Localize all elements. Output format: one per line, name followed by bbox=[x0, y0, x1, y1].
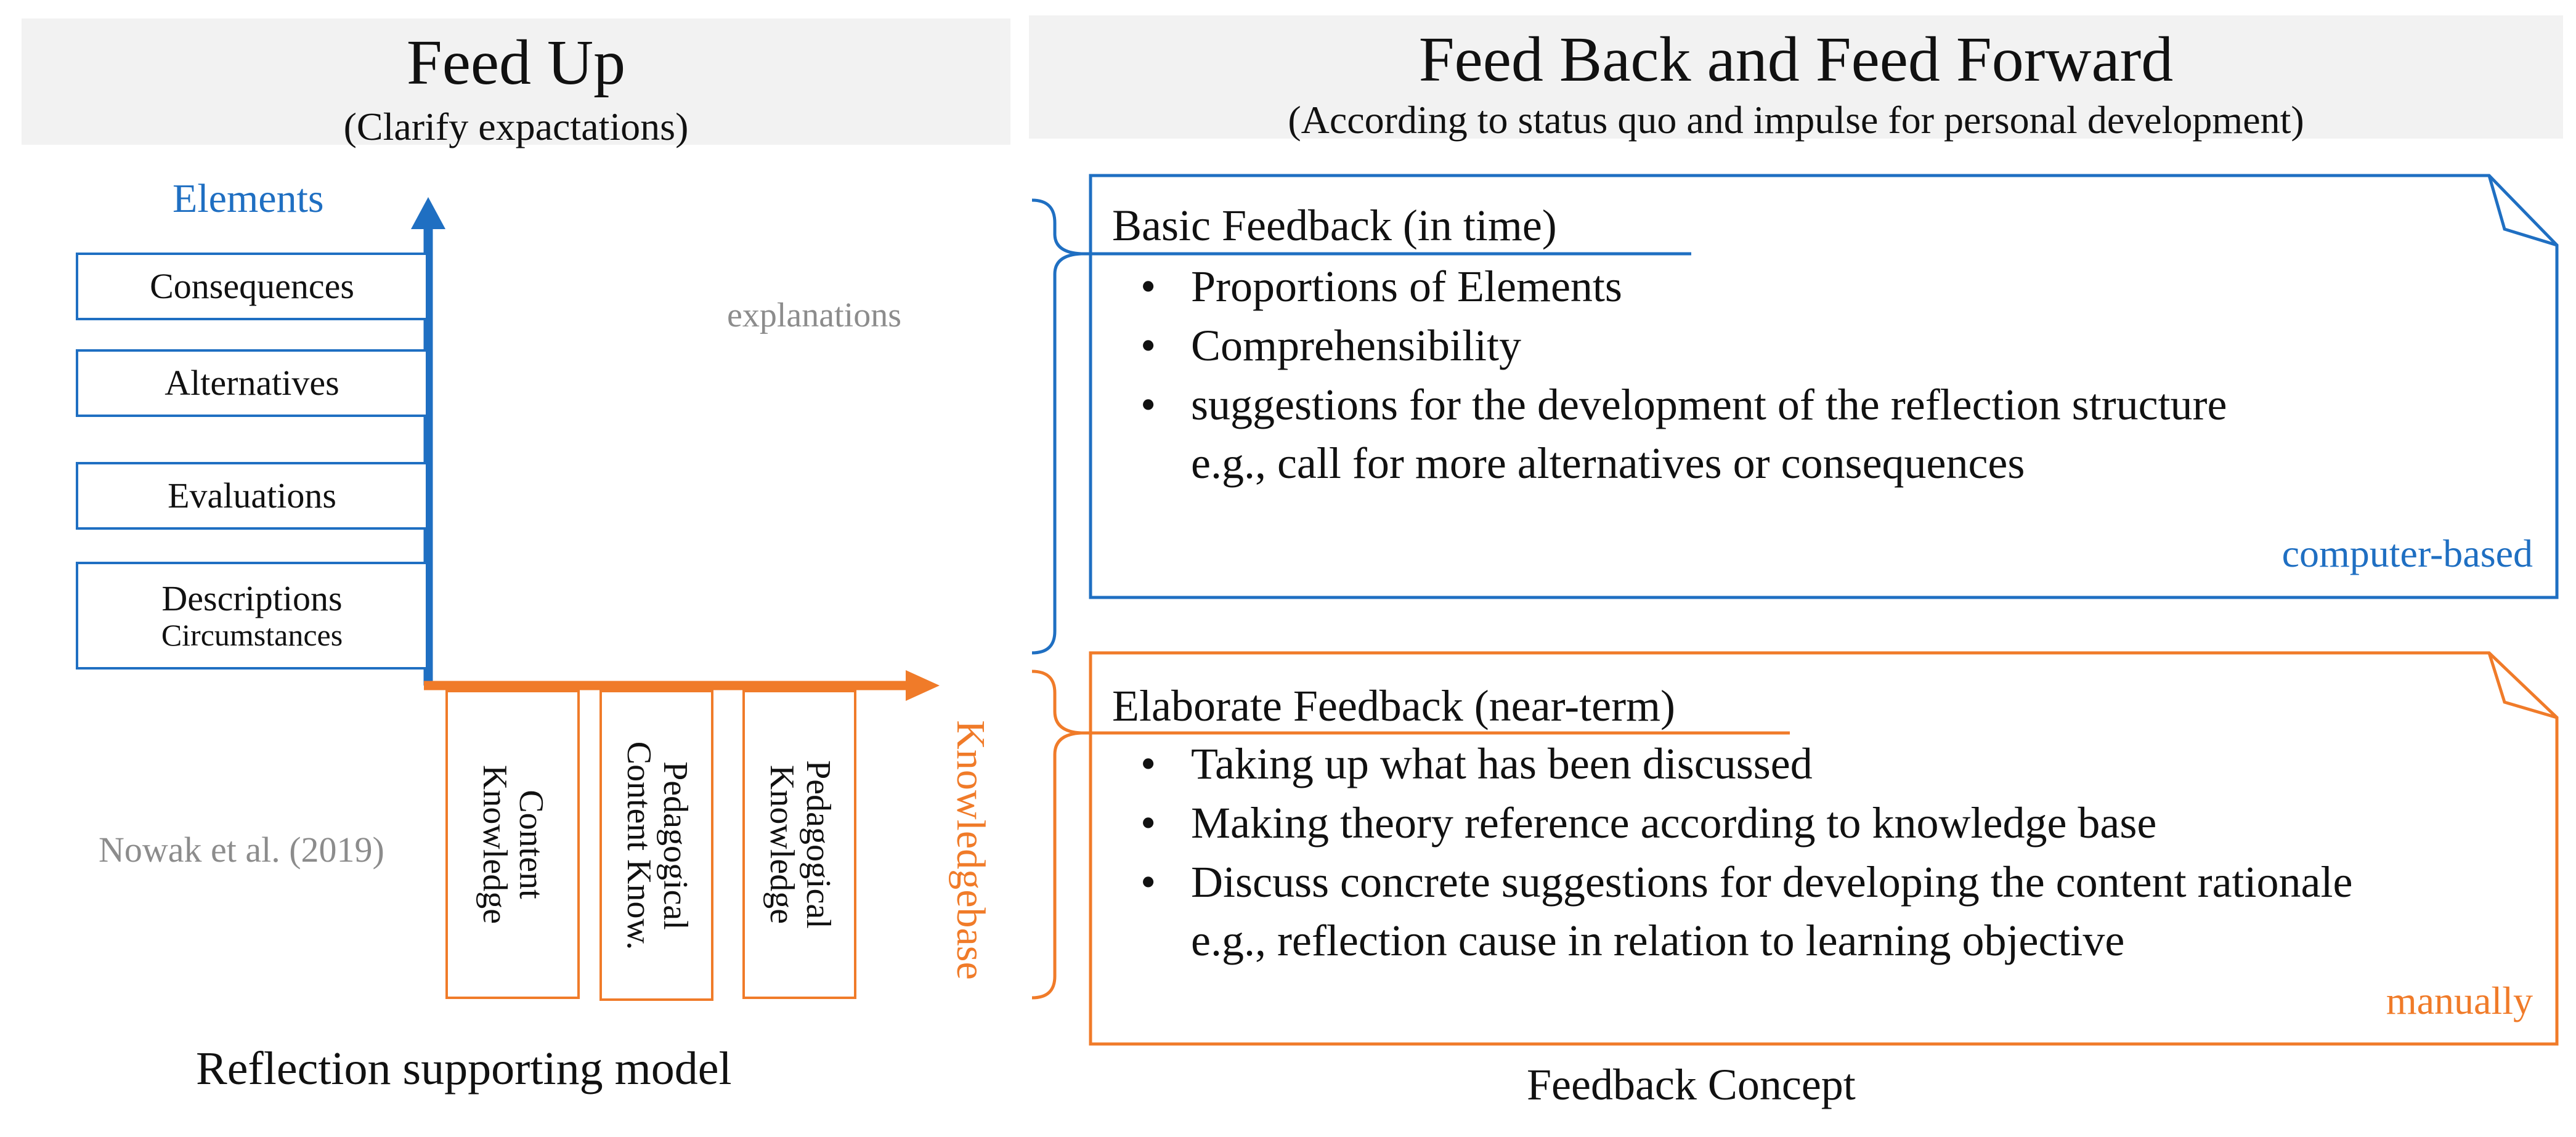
list-item: Taking up what has been discussed bbox=[1129, 735, 2352, 794]
basic-card-title: Basic Feedback (in time) bbox=[1112, 201, 1557, 250]
knowledge-label: Pedagogical Knowledge bbox=[762, 760, 837, 929]
elaborate-card-outline bbox=[1089, 651, 2559, 1046]
elaborate-bullet-list: Taking up what has been discussed Making… bbox=[1129, 735, 2352, 971]
left-header-title: Feed Up bbox=[406, 27, 626, 98]
knowledge-box-pck: Pedagogical Content Know. bbox=[599, 690, 713, 1001]
x-axis-label-text: Knowledgebase bbox=[948, 720, 993, 980]
elaborate-card-fold bbox=[2487, 652, 2558, 719]
element-box-alternatives: Alternatives bbox=[76, 349, 428, 417]
right-header-subtitle: (According to status quo and impulse for… bbox=[1288, 98, 2304, 142]
y-axis-arrowhead bbox=[411, 197, 445, 229]
left-header: Feed Up (Clarify expactations) bbox=[22, 18, 1010, 148]
right-header: Feed Back and Feed Forward (According to… bbox=[1029, 15, 2563, 142]
feedback-caption: Feedback Concept bbox=[1527, 1060, 1856, 1109]
x-axis-arrowhead bbox=[906, 670, 940, 701]
elaborate-card-title: Elaborate Feedback (near-term) bbox=[1112, 681, 1676, 730]
element-label: Alternatives bbox=[165, 363, 339, 403]
right-header-title: Feed Back and Feed Forward bbox=[1418, 24, 2174, 95]
element-box-consequences: Consequences bbox=[76, 253, 428, 320]
knowledge-line: Knowledge bbox=[762, 764, 801, 925]
list-item: Making theory reference according to kno… bbox=[1129, 794, 2352, 853]
basic-bullet-list: Proportions of Elements Comprehensibilit… bbox=[1129, 257, 2227, 493]
basic-card-fold bbox=[2487, 175, 2558, 247]
element-label: Descriptions bbox=[161, 578, 343, 619]
element-box-evaluations: Evaluations bbox=[76, 462, 428, 530]
knowledge-label: Pedagogical Content Know. bbox=[619, 741, 694, 950]
list-item: Discuss concrete suggestions for develop… bbox=[1129, 853, 2352, 912]
knowledge-box-pedagogical: Pedagogical Knowledge bbox=[742, 690, 856, 999]
knowledge-line: Knowledge bbox=[476, 764, 514, 925]
elaborate-card-tag: manually bbox=[2386, 979, 2533, 1022]
explanations-label: explanations bbox=[727, 296, 902, 334]
knowledge-line: Content Know. bbox=[619, 741, 658, 950]
knowledge-line: Pedagogical bbox=[656, 761, 694, 930]
basic-card-tag: computer-based bbox=[2281, 532, 2533, 575]
citation: Nowak et al. (2019) bbox=[99, 830, 384, 870]
list-item: suggestions for the development of the r… bbox=[1129, 376, 2227, 435]
y-axis-label: Elements bbox=[173, 176, 324, 221]
model-caption: Reflection supporting model bbox=[196, 1043, 732, 1095]
left-header-subtitle: (Clarify expactations) bbox=[343, 105, 689, 148]
list-item: Comprehensibility bbox=[1129, 317, 2227, 376]
knowledge-line: Pedagogical bbox=[798, 760, 837, 929]
list-item-continuation: e.g., call for more alternatives or cons… bbox=[1191, 439, 2025, 488]
list-item: Proportions of Elements bbox=[1129, 257, 2227, 317]
knowledge-line: Content bbox=[511, 790, 550, 899]
basic-card-outline bbox=[1089, 174, 2559, 599]
blue-bracket bbox=[1031, 198, 1082, 655]
list-item-continuation: e.g., reflection cause in relation to le… bbox=[1191, 916, 2125, 966]
element-sublabel: Circumstances bbox=[161, 617, 343, 652]
element-label: Evaluations bbox=[168, 475, 336, 516]
element-label: Consequences bbox=[150, 266, 354, 307]
element-box-descriptions: Descriptions Circumstances bbox=[76, 562, 428, 670]
knowledge-box-content: Content Knowledge bbox=[445, 690, 580, 999]
orange-bracket bbox=[1031, 670, 1082, 1000]
knowledge-label: Content Knowledge bbox=[476, 764, 550, 925]
